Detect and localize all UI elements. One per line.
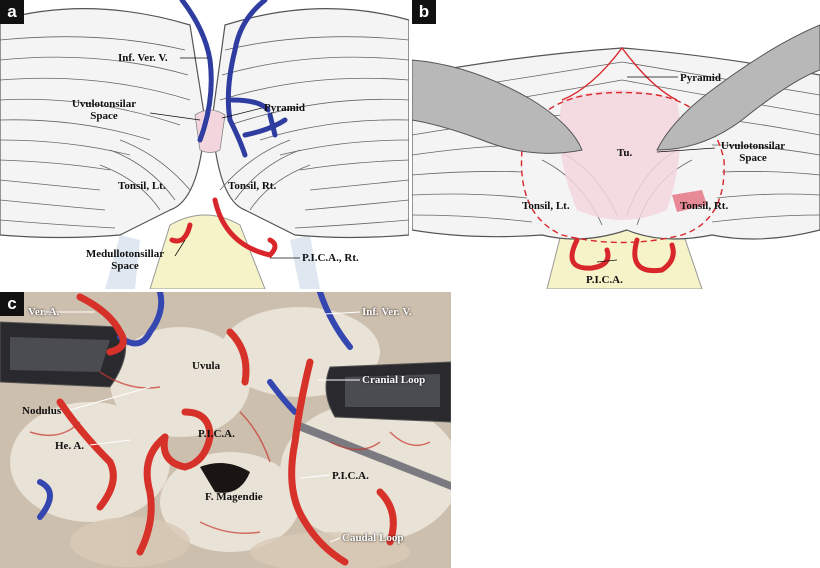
tumor-shape [559, 90, 681, 220]
label-pyramid: Pyramid [264, 102, 305, 114]
label-pica: P.I.C.A. [586, 274, 623, 286]
panel-b-illustration [412, 0, 820, 289]
label-tonsil-rt: Tonsil, Rt. [228, 180, 277, 192]
pyramid-shape [194, 109, 226, 153]
inf-ver-vein [179, 0, 288, 158]
label-medullotonsillar-2: Space [111, 260, 139, 272]
panel-c: c Ver. A. Inf. Ver. V. Uvula Cranial Loo… [0, 292, 451, 568]
panel-a-illustration [0, 0, 409, 289]
label-cranial-loop: Cranial Loop [362, 374, 426, 386]
label-ver-a: Ver. A. [28, 306, 60, 318]
label-tonsil-lt: Tonsil, Lt. [522, 200, 570, 212]
dissector [298, 422, 451, 490]
label-nodulus: Nodulus [22, 405, 62, 417]
label-uvulotonsilar-1: Uvulotonsilar [71, 98, 137, 110]
label-inf-ver-v: Inf. Ver. V. [362, 306, 412, 318]
panel-c-tag: c [0, 292, 24, 316]
label-uvulotonsilar-2: Space [90, 110, 118, 122]
label-tu: Tu. [617, 147, 633, 159]
label-uvula: Uvula [192, 360, 221, 372]
panel-b: b Pyramid Tu. Uvulotonsilar Space Tonsil… [412, 0, 820, 289]
panel-c-surgical-photo [0, 292, 451, 568]
retractor-right [656, 24, 820, 151]
label-pica-rt: P.I.C.A., Rt. [302, 252, 359, 264]
label-uvulotonsilar-1: Uvulotonsilar [720, 140, 786, 152]
label-pyramid: Pyramid [680, 72, 721, 84]
retractor-left [412, 59, 583, 154]
label-he-a: He. A. [55, 440, 85, 452]
small-vessels [29, 371, 431, 534]
medulla-shape [149, 214, 266, 289]
label-pica-right: P.I.C.A. [332, 470, 369, 482]
pica-artery [569, 237, 676, 274]
label-caudal-loop: Caudal Loop [342, 532, 404, 544]
label-pica-left: P.I.C.A. [198, 428, 235, 440]
panel-b-tag: b [412, 0, 436, 24]
label-inf-ver-v: Inf. Ver. V. [118, 52, 168, 64]
label-tonsil-lt: Tonsil, Lt. [118, 180, 166, 192]
left-hemisphere [0, 8, 206, 239]
arteries [56, 293, 397, 566]
pica-artery [169, 197, 278, 258]
label-tonsil-rt: Tonsil, Rt. [680, 200, 729, 212]
panel-a: a Inf. Ver. V. Uvulotonsilar Space Pyram… [0, 0, 409, 289]
label-uvulotonsilar-2: Space [739, 152, 767, 164]
panel-a-tag: a [0, 0, 24, 24]
folia-left [0, 36, 191, 229]
label-medullotonsillar-1: Medullotonsillar [85, 248, 165, 260]
label-f-magendie: F. Magendie [205, 491, 263, 503]
foramen-magendie-opening [200, 463, 250, 493]
